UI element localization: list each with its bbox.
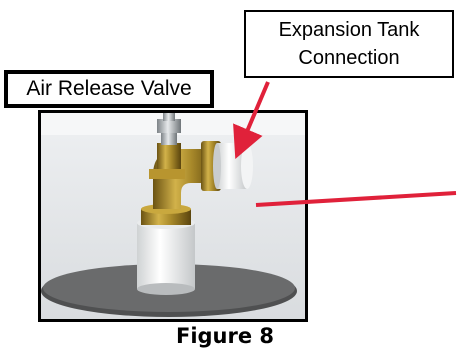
figure-caption: Figure 8 bbox=[175, 324, 275, 348]
air-release-valve-text: Air Release Valve bbox=[26, 77, 192, 100]
expansion-tank-text-line1: Expansion Tank bbox=[278, 19, 420, 41]
fitting-photo bbox=[38, 110, 308, 322]
expansion-tank-text-line2: Connection bbox=[298, 47, 400, 69]
expansion-tank-connection-label: Expansion Tank Connection bbox=[244, 10, 454, 78]
air-release-valve-label: Air Release Valve bbox=[4, 70, 214, 108]
